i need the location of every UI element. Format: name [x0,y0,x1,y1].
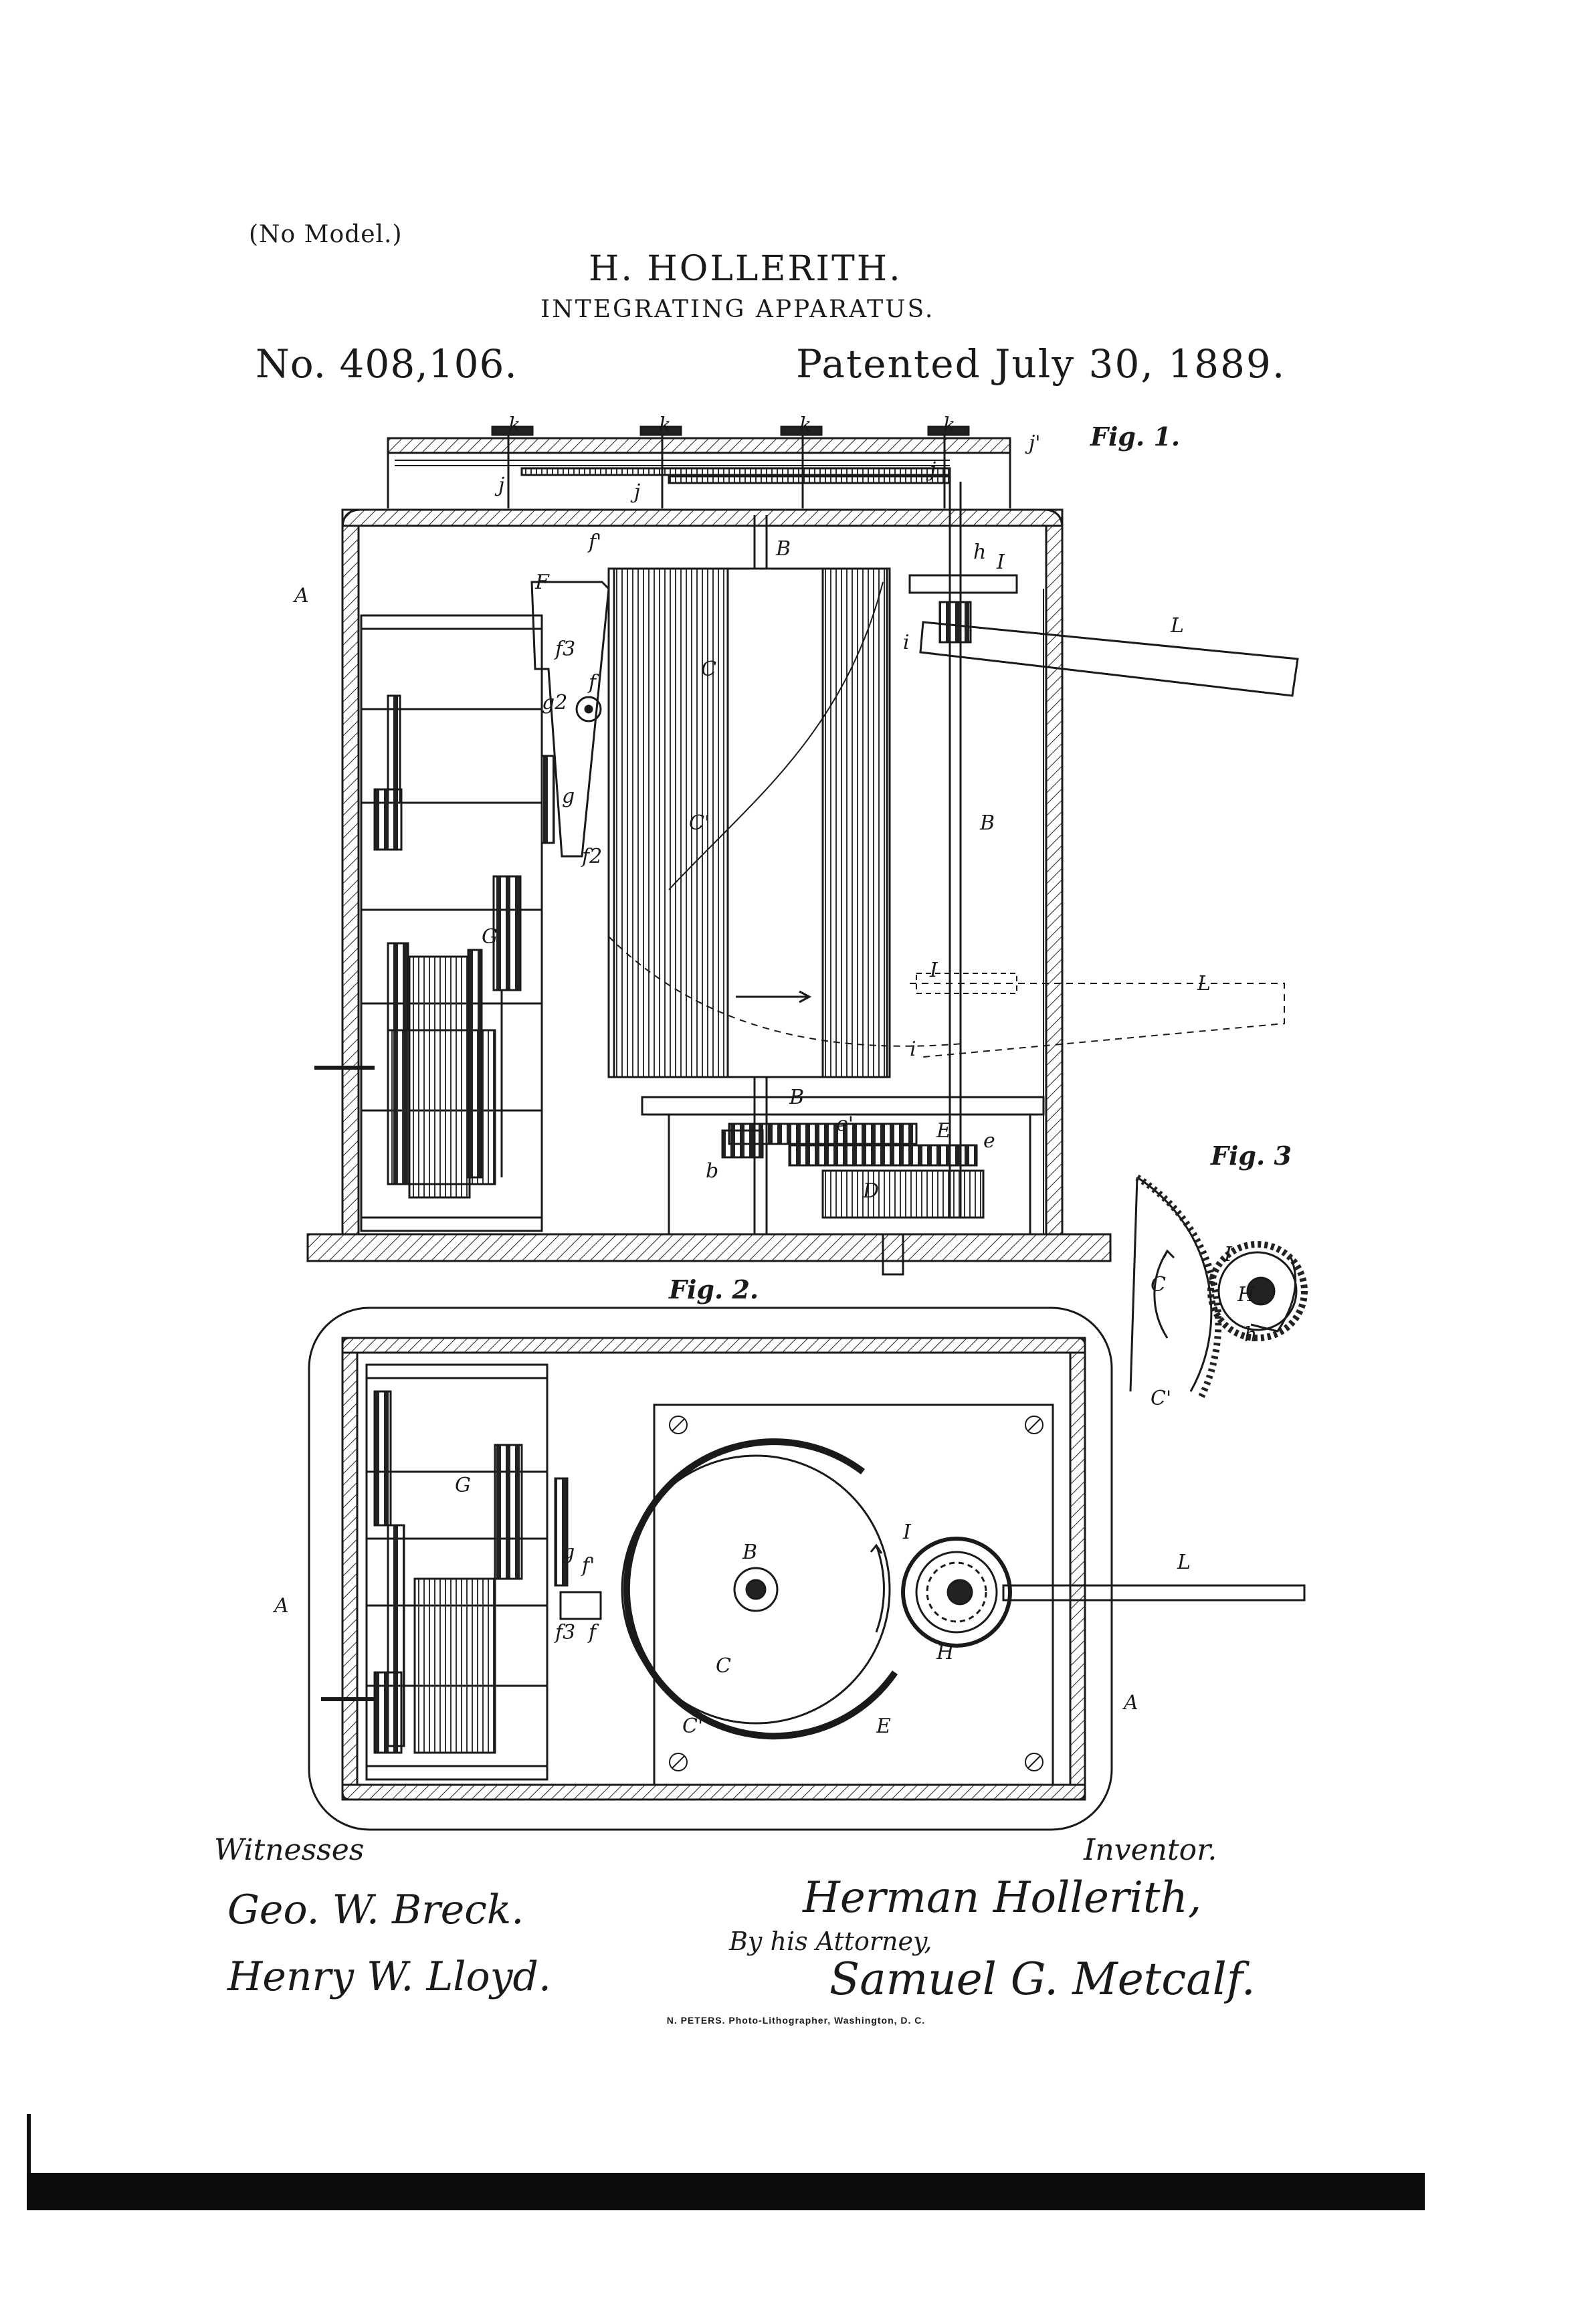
patent-number: No. 408,106. [256,341,518,387]
label-B-fig1: B [979,811,995,835]
patent-date: Patented July 30, 1889. [796,341,1286,387]
label-C-fig2: C [716,1654,731,1678]
label-f2: f2 [581,845,602,868]
witness-1-signature: Geo. W. Breck. [227,1886,524,1933]
label-A-fig2-left: A [272,1594,289,1618]
fig1-caption: Fig. 1. [1090,421,1181,452]
label-E-fig2: E [876,1715,891,1738]
label-C1-fig3: C' [1151,1387,1171,1410]
inventor-heading: H. HOLLERITH. [589,249,902,289]
witness-2-signature: Henry W. Lloyd. [227,1953,551,2000]
scan-edge-left [27,2114,31,2208]
label-f1-fig2: f' [581,1554,595,1577]
label-k-4: k [943,413,955,437]
label-k-3: k [799,413,811,437]
label-e1: e' [836,1112,854,1136]
label-I-fig2: I [902,1521,912,1544]
label-e: e [983,1129,995,1153]
fig3-caption: Fig. 3 [1211,1141,1292,1171]
fig1-drawing [306,425,1299,1276]
label-D: D [862,1179,879,1203]
by-attorney-label: By his Attorney, [729,1927,932,1956]
label-F: F [534,571,550,594]
label-j-2: j [630,480,640,504]
label-j-1: j [494,474,504,497]
attorney-signature: Samuel G. Metcalf. [829,1953,1256,2005]
label-C1-fig2: C' [682,1715,703,1738]
scan-edge-bottom [27,2173,1425,2210]
label-f1-fig1: f' [587,530,601,554]
label-j1: j' [1025,431,1041,455]
inventor-signature: Herman Hollerith, [803,1873,1202,1923]
printer-credit: N. PETERS. Photo-Lithographer, Washingto… [666,2015,926,2026]
no-model-note: (No Model.) [249,221,403,248]
inventor-label: Inventor. [1084,1833,1217,1867]
label-G-fig1: G [482,925,498,949]
label-A-fig2-right: A [1122,1691,1138,1715]
label-f3-fig2: f3 [554,1621,575,1644]
fig2-drawing [308,1306,1306,1831]
label-L-dashed: L [1197,972,1211,995]
label-B-top: B [775,537,791,561]
witnesses-label: Witnesses [214,1833,365,1867]
label-I-dashed: I [929,959,938,982]
label-k-2: k [659,413,671,437]
label-I-fig3: I [1223,1243,1233,1266]
label-g-fig2: g [562,1541,575,1564]
label-C1-fig1: C' [689,811,710,835]
label-C-fig3: C [1151,1273,1166,1296]
label-b: b [706,1159,718,1183]
fig3-drawing [1129,1174,1308,1400]
label-i: i [903,631,910,654]
label-f-fig2: f [587,1621,599,1644]
label-f3-fig1: f3 [554,638,575,661]
label-g-fig1: g [562,785,575,808]
label-G-fig2: G [455,1474,471,1497]
label-B-lower: B [789,1086,804,1109]
patent-title: INTEGRATING APPARATUS. [540,296,935,323]
label-i-dashed: i [910,1038,916,1061]
label-E-fig1: E [936,1119,951,1143]
label-h-fig3: h [1244,1323,1257,1347]
label-I-fig1: I [996,551,1005,574]
label-k-1: k [508,413,520,437]
fig2-caption: Fig. 2. [669,1274,759,1304]
label-L-fig1: L [1170,614,1184,638]
label-L-fig2: L [1177,1551,1191,1574]
label-H-fig3: H [1237,1283,1256,1306]
label-g2-fig1: g2 [542,691,567,714]
label-B-fig2: B [742,1541,757,1564]
label-A-fig1: A [292,584,309,607]
label-H-fig2: H [936,1641,955,1664]
label-C-fig1: C [701,658,716,681]
label-h: h [973,541,986,564]
